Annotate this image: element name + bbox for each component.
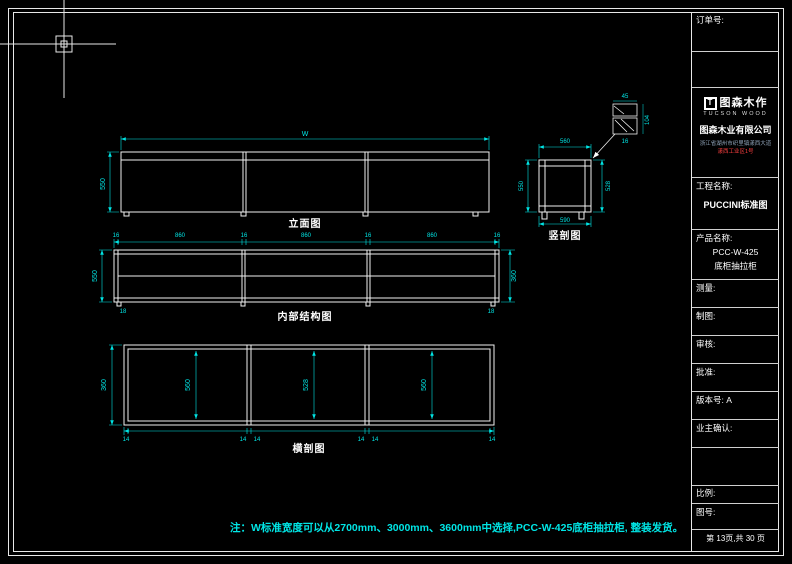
dim-elevation-height: 550 bbox=[100, 178, 107, 190]
dim-internal-right: 360 bbox=[511, 270, 518, 282]
dim-hsection-b3: 14 bbox=[254, 437, 261, 443]
draft-label: 制图: bbox=[696, 311, 716, 321]
blank-cell-bottom bbox=[692, 448, 779, 486]
dim-hsection-comp1: 560 bbox=[185, 379, 192, 391]
drawing-canvas: W 550 立面图 560 550 528 590 竖剖图 bbox=[92, 94, 651, 455]
version-cell: 版本号: A bbox=[692, 392, 779, 420]
dim-internal-chain-5: 860 bbox=[427, 233, 438, 239]
drawing-number-label: 图号: bbox=[696, 507, 716, 517]
logo: T 图森木作 bbox=[696, 96, 775, 110]
dim-internal-chain-4: 16 bbox=[365, 233, 372, 239]
company-name: 图森木业有限公司 bbox=[699, 125, 772, 136]
version-label: 版本号: A bbox=[696, 395, 732, 405]
owner-confirm-cell: 业主确认: bbox=[692, 420, 779, 448]
order-number-label: 订单号: bbox=[696, 15, 724, 25]
dim-detail-16: 16 bbox=[622, 139, 629, 145]
approve-label: 批准: bbox=[696, 367, 716, 377]
dim-internal-foot-right: 18 bbox=[488, 309, 495, 315]
blank-cell-top bbox=[692, 52, 779, 88]
company-address-line1: 浙江省湖州市织里镇漾西大道 bbox=[699, 141, 772, 148]
dim-hsection-b4: 14 bbox=[358, 437, 365, 443]
dim-internal-chain-0: 16 bbox=[113, 233, 120, 239]
review-cell: 审核: bbox=[692, 336, 779, 364]
owner-confirm-label: 业主确认: bbox=[696, 423, 733, 433]
horizontal-section-view-label: 横剖图 bbox=[293, 442, 326, 455]
tucson-logo-icon: T bbox=[703, 96, 717, 110]
dim-vsection-top: 560 bbox=[560, 139, 571, 145]
dim-elevation-width: W bbox=[302, 131, 309, 138]
elevation-dimension-lines bbox=[107, 136, 490, 213]
company-cell: T 图森木作 TUCSON WOOD 图森木业有限公司 浙江省湖州市织里镇漾西大… bbox=[692, 88, 779, 178]
dim-hsection-b1: 14 bbox=[123, 437, 130, 443]
dim-internal-chain-3: 860 bbox=[301, 233, 312, 239]
measure-cell: 测量: bbox=[692, 280, 779, 308]
dim-hsection-b2: 14 bbox=[240, 437, 247, 443]
elevation-view-label: 立面图 bbox=[289, 217, 322, 230]
company-address-line2: 漾西工业区1号 bbox=[717, 149, 754, 156]
project-name-value: PUCCINI标准图 bbox=[703, 200, 768, 211]
internal-structure-geometry bbox=[113, 249, 500, 307]
standard-width-note: 注：W标准宽度可以从2700mm、3000mm、3600mm中选择,PCC-W-… bbox=[230, 522, 684, 534]
corner-detail-dimension-lines bbox=[613, 100, 644, 134]
project-name-label: 工程名称: bbox=[696, 181, 733, 191]
approve-cell: 批准: bbox=[692, 364, 779, 392]
page-info: 第 13页,共 30 页 bbox=[706, 534, 765, 543]
elevation-view-geometry bbox=[120, 151, 490, 217]
drawing-number-cell: 图号: bbox=[692, 504, 779, 530]
dim-hsection-comp3: 560 bbox=[421, 379, 428, 391]
dim-internal-chain-1: 860 bbox=[175, 233, 186, 239]
dim-internal-chain-6: 16 bbox=[494, 233, 501, 239]
project-cell: 工程名称: PUCCINI标准图 bbox=[692, 178, 779, 230]
dim-internal-left: 550 bbox=[92, 270, 99, 282]
dim-vsection-bottom: 590 bbox=[560, 218, 571, 224]
dim-hsection-comp2: 528 bbox=[303, 379, 310, 391]
dim-hsection-b6: 14 bbox=[489, 437, 496, 443]
review-label: 审核: bbox=[696, 339, 716, 349]
dim-vsection-left: 550 bbox=[519, 180, 525, 191]
dim-detail-45: 45 bbox=[622, 94, 629, 100]
internal-structure-dimension-lines bbox=[99, 239, 515, 303]
dim-internal-chain-2: 16 bbox=[241, 233, 248, 239]
order-number-cell: 订单号: bbox=[692, 12, 779, 52]
sheet-inner-border bbox=[13, 12, 779, 552]
scale-label: 比例: bbox=[696, 488, 716, 498]
scale-cell: 比例: bbox=[692, 486, 779, 504]
dim-detail-104: 104 bbox=[645, 114, 651, 125]
page-info-cell: 第 13页,共 30 页 bbox=[692, 530, 779, 552]
product-name-label: 产品名称: bbox=[696, 233, 733, 243]
product-cell: 产品名称: PCC-W-425 底柜抽拉柜 bbox=[692, 230, 779, 280]
vertical-section-view-label: 竖剖图 bbox=[549, 229, 582, 242]
logo-glyph: T bbox=[707, 97, 713, 107]
dim-vsection-right: 528 bbox=[606, 180, 612, 191]
measure-label: 测量: bbox=[696, 283, 716, 293]
horizontal-section-geometry bbox=[123, 344, 495, 426]
logo-subtitle: TUCSON WOOD bbox=[703, 111, 768, 118]
internal-structure-view-label: 内部结构图 bbox=[278, 310, 333, 323]
corner-detail-geometry bbox=[592, 103, 638, 159]
sheet-outer-border bbox=[8, 8, 784, 556]
horizontal-section-dimension-lines bbox=[109, 344, 495, 435]
product-code: PCC-W-425 bbox=[712, 247, 759, 258]
logo-name: 图森木作 bbox=[719, 97, 768, 109]
draft-cell: 制图: bbox=[692, 308, 779, 336]
vertical-section-geometry bbox=[538, 159, 592, 220]
vertical-section-dimension-lines bbox=[525, 144, 605, 227]
dim-hsection-b5: 14 bbox=[372, 437, 379, 443]
product-name-value: 底柜抽拉柜 bbox=[714, 261, 757, 272]
dim-hsection-left: 360 bbox=[101, 379, 108, 391]
dim-internal-foot-left: 18 bbox=[120, 309, 127, 315]
title-block: 订单号: T 图森木作 TUCSON WOOD 图森木业有限公司 浙江省湖州市织… bbox=[691, 12, 779, 552]
